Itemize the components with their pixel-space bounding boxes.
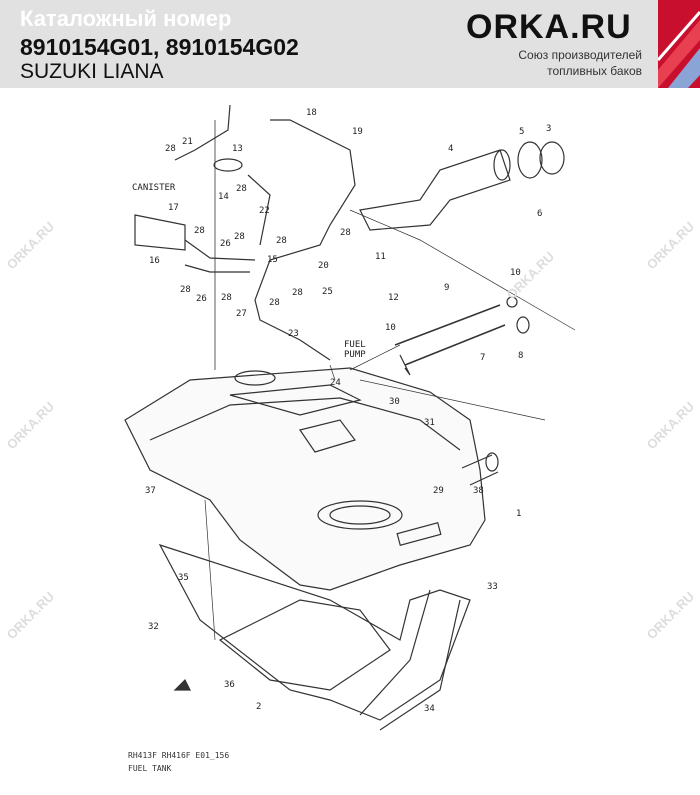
callout-label: 9 (444, 283, 450, 293)
callout-label: 14 (218, 192, 229, 202)
callout-label: 17 (168, 203, 179, 213)
callout-label: 25 (322, 287, 333, 297)
callout-label: 29 (433, 486, 444, 496)
callout-label: 8 (518, 351, 524, 361)
callout-label: 38 (473, 486, 484, 496)
callout-label: CANISTER (132, 183, 176, 193)
callout-label: 16 (149, 256, 160, 266)
tagline-line1: Союз производителей (518, 48, 642, 62)
callout-label: 28 (269, 298, 280, 308)
callout-label: 28 (292, 288, 303, 298)
callout-label: 37 (145, 486, 156, 496)
callout-label: 22 (259, 206, 270, 216)
catalog-label: Каталожный номер (20, 6, 232, 31)
callout-label: 28 (276, 236, 287, 246)
diagram-drawing (124, 104, 576, 731)
callout-label: 11 (375, 252, 386, 262)
callout-label: 28 (180, 285, 191, 295)
callout-label: 7 (480, 353, 486, 363)
callout-label: 24 (330, 378, 341, 388)
callout-label: 23 (288, 329, 299, 339)
callout-label: PUMP (344, 350, 366, 360)
callout-label: 21 (182, 137, 193, 147)
car-model: SUZUKI LIANA (20, 60, 164, 83)
callout-label: 33 (487, 582, 498, 592)
callout-label: 28 (165, 144, 176, 154)
callout-label: 2 (256, 702, 262, 712)
callout-label: 12 (388, 293, 399, 303)
part-numbers: 8910154G01, 8910154G02 (20, 34, 299, 60)
header: Каталожный номер 8910154G01, 8910154G02 … (0, 0, 700, 88)
callout-label: 36 (224, 680, 235, 690)
callout-label: 10 (510, 268, 521, 278)
callout-label: 32 (148, 622, 159, 632)
callout-label: 27 (236, 309, 247, 319)
callout-label: 35 (178, 573, 189, 583)
orka-logo[interactable]: ORKA.RU (466, 8, 632, 46)
diagram-code: RH413F RH416F E01_156 (128, 751, 230, 760)
diagram-title: FUEL TANK (128, 764, 172, 773)
callout-label: 31 (424, 418, 435, 428)
callout-label: 5 (519, 127, 525, 137)
callout-label: 4 (448, 144, 454, 154)
callout-label: 28 (340, 228, 351, 238)
callout-label: FUEL (344, 340, 366, 350)
callout-label: 26 (196, 294, 207, 304)
callout-label: 6 (537, 209, 543, 219)
callout-label: 19 (352, 127, 363, 137)
callout-label: 15 (267, 255, 278, 265)
callout-label: 28 (234, 232, 245, 242)
callout-label: 28 (236, 184, 247, 194)
callout-label: 30 (389, 397, 400, 407)
callout-label: 28 (221, 293, 232, 303)
callout-label: 3 (546, 124, 552, 134)
callout-label: 34 (424, 704, 435, 714)
callout-label: 20 (318, 261, 329, 271)
callout-label: 10 (385, 323, 396, 333)
callout-label: 26 (220, 239, 231, 249)
callout-label: 28 (194, 226, 205, 236)
callout-label: 13 (232, 144, 243, 154)
brand-stripe (658, 0, 700, 88)
callout-label: 1 (516, 509, 522, 519)
tagline-line2: топливных баков (547, 64, 642, 78)
callout-label: 18 (306, 108, 317, 118)
